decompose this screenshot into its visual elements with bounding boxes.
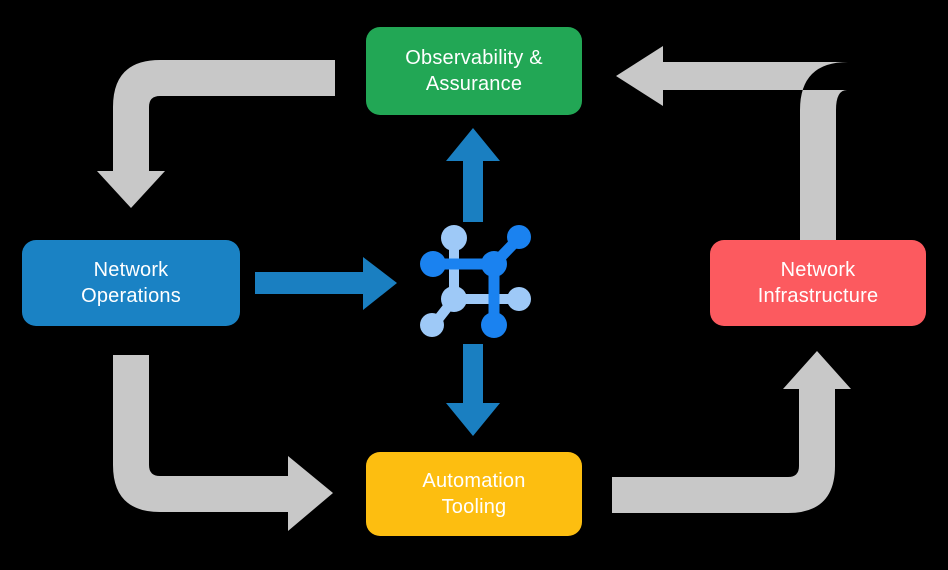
node-network-operations[interactable]: Network Operations [22,240,240,326]
arrow-automation-to-infrastructure [612,351,851,513]
node-observability-assurance[interactable]: Observability & Assurance [366,27,582,115]
network-icon-links [432,234,523,326]
arrow-observability-to-operations [97,60,335,208]
node-network-infrastructure[interactable]: Network Infrastructure [710,240,926,326]
arrow-center-to-automation [446,344,500,436]
node-automation-tooling[interactable]: Automation Tooling [366,452,582,536]
arrow-infrastructure-to-observability [616,46,848,240]
arrow-operations-to-center [255,257,397,310]
arrow-operations-to-automation [113,355,333,531]
arrow-center-to-observability [446,128,500,222]
network-icon-nodes [420,225,531,338]
